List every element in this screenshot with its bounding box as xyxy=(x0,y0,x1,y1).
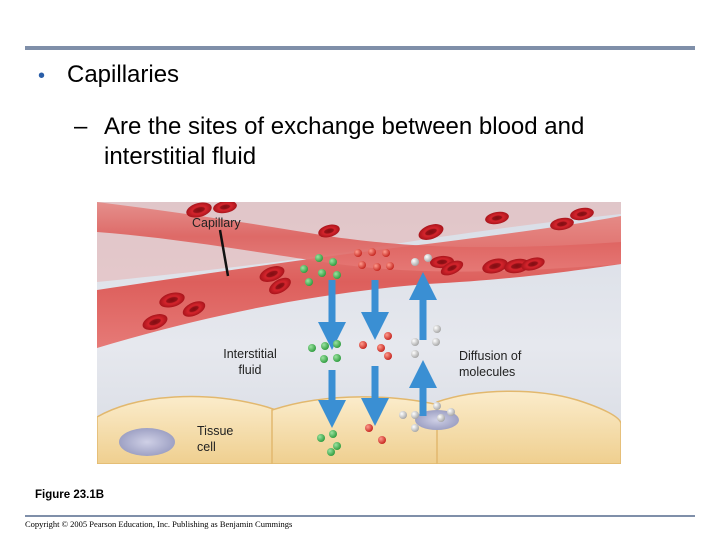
diffusion-arrows xyxy=(318,272,437,428)
bullet-dot: • xyxy=(38,65,46,87)
label-interstitial-fluid: Interstitial fluid xyxy=(223,347,277,377)
gray-molecules xyxy=(399,254,455,432)
top-rule xyxy=(25,46,695,50)
bottom-rule xyxy=(25,515,695,517)
bullet-capillaries: • Capillaries xyxy=(38,61,179,90)
red-blood-cells xyxy=(142,202,594,330)
capillary-illustration-svg xyxy=(97,202,621,464)
capillary-vessel-branch xyxy=(97,202,621,272)
red-molecules xyxy=(354,248,394,444)
label-diffusion-of-molecules: Diffusion of molecules xyxy=(459,349,522,379)
sub-bullet-text: Are the sites of exchange between blood … xyxy=(104,113,585,170)
sub-bullet-dash: – xyxy=(74,113,88,140)
label-tissue-cell: Tissue cell xyxy=(197,424,234,454)
green-molecules xyxy=(300,254,341,456)
tissue-cells xyxy=(97,390,621,464)
capillary-leader-line xyxy=(218,229,230,277)
sub-bullet: – Are the sites of exchange between bloo… xyxy=(74,112,674,172)
tissue-cell-nucleus xyxy=(119,428,175,456)
capillary-illustration xyxy=(97,202,621,464)
copyright-notice: Copyright © 2005 Pearson Education, Inc.… xyxy=(25,519,293,529)
figure-caption: Figure 23.1B xyxy=(35,489,105,501)
label-capillary: Capillary xyxy=(192,216,241,230)
bullet-text: Capillaries xyxy=(67,61,180,88)
